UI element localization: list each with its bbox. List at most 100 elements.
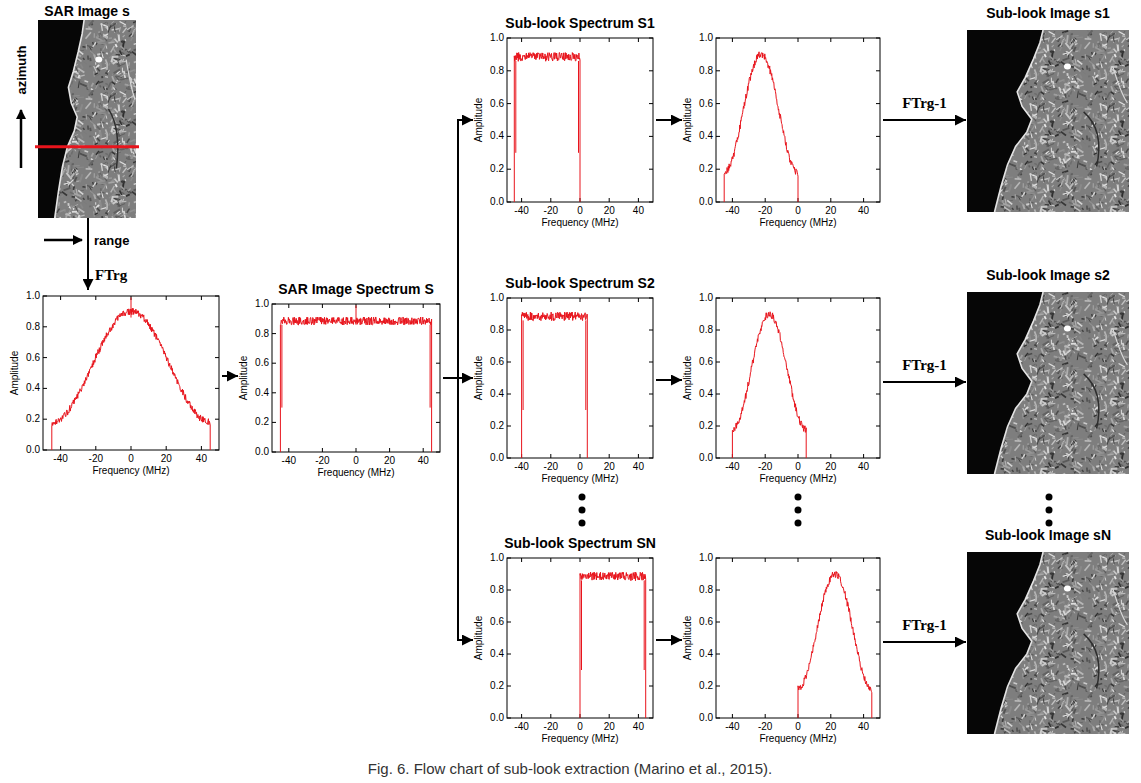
tick-label: 0.8 (479, 325, 504, 335)
sar-image (967, 30, 1129, 212)
tick-label: 1.0 (479, 33, 504, 43)
coastline (995, 30, 1044, 212)
river-feature (126, 60, 135, 100)
tick-mark (580, 558, 581, 562)
tick-label: 40 (633, 722, 644, 732)
image-panel: Sub-look Image s2 (966, 266, 1130, 474)
spectrum-curve (514, 52, 580, 202)
land-texture (967, 30, 1129, 212)
plot-frame (716, 558, 880, 718)
axis-label: Frequency (MHz) (317, 468, 394, 478)
ellipsis-dot (579, 494, 586, 501)
plot-axes (507, 558, 653, 718)
tick-label: -40 (514, 462, 528, 472)
figure-caption: Fig. 6. Flow chart of sub-look extractio… (368, 761, 772, 776)
axis-label: Frequency (MHz) (541, 474, 618, 484)
sea-area (967, 552, 1043, 734)
tick-mark (166, 446, 167, 450)
tick-mark (649, 136, 653, 137)
plot-title: SAR Image Spectrum S (278, 282, 434, 296)
tick-mark (507, 362, 511, 363)
tick-mark (876, 298, 880, 299)
tick-label: -20 (758, 722, 772, 732)
edge-spike (578, 61, 579, 153)
tick-mark (649, 622, 653, 623)
tick-mark (798, 38, 799, 42)
tick-mark (716, 169, 720, 170)
tick-mark (389, 304, 390, 308)
plot-frame (507, 558, 653, 718)
tick-mark (716, 426, 720, 427)
tick-mark (716, 622, 720, 623)
center-spike (356, 305, 357, 324)
ellipsis-dot (1046, 520, 1053, 527)
tick-mark (580, 454, 581, 458)
tick-mark (507, 686, 511, 687)
tick-label: 40 (858, 462, 869, 472)
tick-label: 20 (825, 462, 836, 472)
tick-mark (716, 718, 720, 719)
tick-mark (649, 38, 653, 39)
plot-title: Sub-look Spectrum S1 (505, 16, 654, 30)
axis-label: Frequency (MHz) (541, 218, 618, 228)
tick-mark (876, 70, 880, 71)
tick-mark (876, 136, 880, 137)
edge-spike (430, 325, 431, 408)
plot-frame (507, 38, 653, 202)
tick-mark (550, 714, 551, 718)
tick-label: -20 (544, 206, 558, 216)
tick-label: 0.8 (244, 329, 269, 339)
tick-mark (272, 363, 276, 364)
connector-arrow (656, 119, 682, 121)
spectrum-curve (724, 52, 798, 202)
tick-mark (272, 333, 276, 334)
connector-arrow (883, 641, 966, 643)
tick-label: 0.8 (688, 66, 713, 76)
bright-target (1064, 63, 1071, 69)
tick-label: 0.8 (688, 585, 713, 595)
tick-mark (876, 38, 880, 39)
tick-mark (863, 38, 864, 42)
tick-mark (863, 198, 864, 202)
tick-mark (716, 558, 720, 559)
spectrum-curve (798, 571, 872, 718)
spectrum-curve (522, 312, 588, 458)
tick-mark (95, 446, 96, 450)
tick-mark (507, 394, 511, 395)
ellipsis-dot (795, 520, 802, 527)
land-texture (967, 292, 1129, 474)
tick-label: 0.4 (479, 389, 504, 399)
tick-label: 0.8 (479, 66, 504, 76)
tick-mark (272, 304, 276, 305)
tick-mark (507, 718, 511, 719)
river-feature (1113, 66, 1128, 102)
tick-label: 0.0 (688, 713, 713, 723)
tick-mark (638, 298, 639, 302)
connector-arrow (883, 381, 966, 383)
tick-mark (732, 298, 733, 302)
tick-mark (215, 450, 219, 451)
tick-mark (649, 458, 653, 459)
edge-spike (585, 320, 586, 410)
tick-label: 0.8 (15, 322, 40, 332)
tick-label: 0 (795, 722, 801, 732)
tick-mark (649, 70, 653, 71)
tick-mark (95, 296, 96, 300)
tick-label: 0.8 (479, 585, 504, 595)
tick-label: 40 (633, 206, 644, 216)
land-texture (967, 552, 1129, 734)
tick-label: 0.0 (688, 453, 713, 463)
spectrum-curve (732, 312, 806, 458)
tick-label: 0.8 (688, 325, 713, 335)
tick-mark (436, 392, 440, 393)
tick-label: 0.4 (688, 131, 713, 141)
image-title: Sub-look Image s2 (986, 268, 1110, 282)
axis-label: Amplitude (239, 356, 249, 400)
tick-label: 40 (858, 206, 869, 216)
coastline (55, 20, 84, 218)
tick-label: 0.0 (479, 713, 504, 723)
tick-label: 0.2 (479, 164, 504, 174)
tick-label: -20 (315, 456, 329, 466)
tick-label: 0.2 (688, 681, 713, 691)
tick-label: -20 (544, 722, 558, 732)
